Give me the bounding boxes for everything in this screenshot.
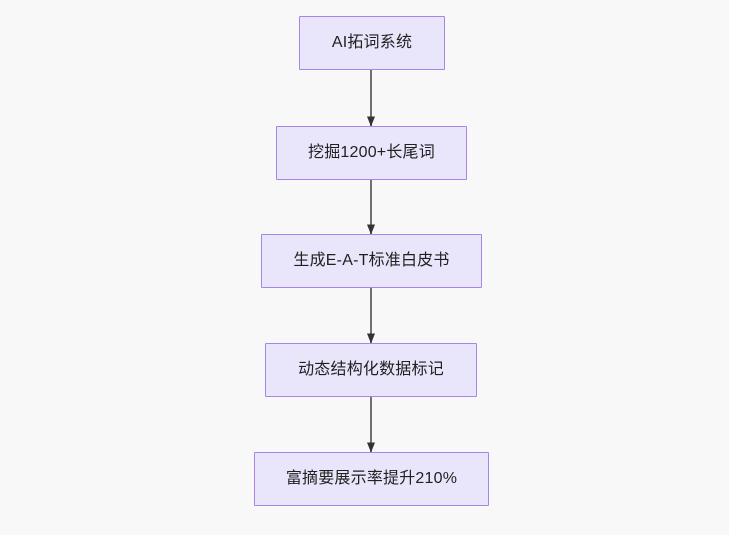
flowchart-node-generate-eat-whitepaper[interactable]: 生成E-A-T标准白皮书 bbox=[261, 234, 482, 288]
node-label: AI拓词系统 bbox=[331, 34, 413, 52]
flowchart-node-mine-longtail-keywords[interactable]: 挖掘1200+长尾词 bbox=[276, 126, 467, 180]
flowchart-node-dynamic-structured-data-markup[interactable]: 动态结构化数据标记 bbox=[265, 343, 477, 397]
node-label: 生成E-A-T标准白皮书 bbox=[293, 252, 450, 270]
node-label: 动态结构化数据标记 bbox=[298, 361, 444, 379]
flowchart-node-rich-snippet-impression-lift[interactable]: 富摘要展示率提升210% bbox=[254, 452, 489, 506]
node-label: 富摘要展示率提升210% bbox=[285, 470, 458, 488]
flowchart-node-ai-keyword-system[interactable]: AI拓词系统 bbox=[299, 16, 445, 70]
node-label: 挖掘1200+长尾词 bbox=[308, 144, 435, 162]
